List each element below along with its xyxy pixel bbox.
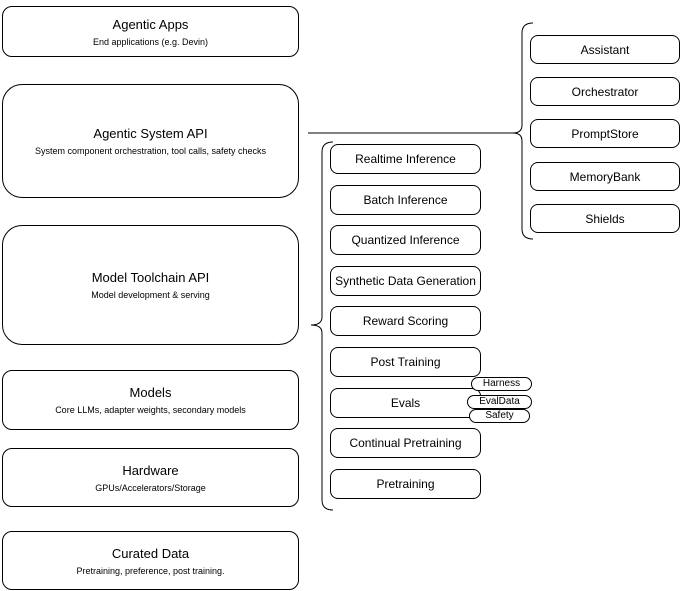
node-quantized-inference[interactable]: Quantized Inference: [330, 225, 481, 255]
node-label: MemoryBank: [569, 169, 641, 184]
node-label: Evals: [390, 396, 421, 410]
node-label: Assistant: [580, 42, 630, 57]
tag-label: EvalData: [479, 396, 520, 407]
node-subtitle: Model development & serving: [91, 290, 210, 300]
node-label: Pretraining: [376, 477, 435, 491]
node-label: Post Training: [370, 355, 441, 369]
node-agentic-apps[interactable]: Agentic Apps End applications (e.g. Devi…: [2, 6, 299, 57]
node-batch-inference[interactable]: Batch Inference: [330, 185, 481, 215]
node-label: Continual Pretraining: [349, 436, 462, 450]
node-title: Models: [129, 385, 172, 400]
node-label: PromptStore: [571, 126, 639, 141]
tag-evaldata[interactable]: EvalData: [467, 395, 532, 409]
node-assistant[interactable]: Assistant: [530, 35, 680, 64]
node-curated-data[interactable]: Curated Data Pretraining, preference, po…: [2, 531, 299, 590]
node-promptstore[interactable]: PromptStore: [530, 119, 680, 148]
node-memorybank[interactable]: MemoryBank: [530, 162, 680, 191]
node-evals[interactable]: Evals: [330, 388, 481, 418]
node-subtitle: GPUs/Accelerators/Storage: [95, 482, 206, 493]
tag-harness[interactable]: Harness: [471, 377, 532, 391]
node-model-toolchain-api[interactable]: Model Toolchain API Model development & …: [2, 225, 299, 345]
node-label: Batch Inference: [363, 193, 448, 207]
node-title: Model Toolchain API: [91, 270, 210, 285]
node-post-training[interactable]: Post Training: [330, 347, 481, 377]
node-hardware[interactable]: Hardware GPUs/Accelerators/Storage: [2, 448, 299, 507]
node-label: Quantized Inference: [351, 233, 460, 247]
node-subtitle: System component orchestration, tool cal…: [34, 146, 267, 156]
node-realtime-inference[interactable]: Realtime Inference: [330, 144, 481, 174]
node-title: Curated Data: [111, 545, 190, 561]
node-shields[interactable]: Shields: [530, 204, 680, 233]
node-subtitle: Core LLMs, adapter weights, secondary mo…: [55, 405, 246, 415]
node-label: Reward Scoring: [362, 314, 449, 328]
node-subtitle: Pretraining, preference, post training.: [76, 565, 225, 576]
node-continual-pretraining[interactable]: Continual Pretraining: [330, 428, 481, 458]
node-title: Agentic Apps: [112, 16, 189, 32]
node-label: Realtime Inference: [355, 152, 456, 166]
node-orchestrator[interactable]: Orchestrator: [530, 77, 680, 106]
tag-label: Harness: [482, 378, 521, 389]
node-title: Hardware: [122, 462, 179, 478]
node-subtitle: End applications (e.g. Devin): [92, 36, 209, 47]
node-label: Synthetic Data Generation: [335, 274, 476, 288]
node-synthetic-data-generation[interactable]: Synthetic Data Generation: [330, 266, 481, 296]
node-title: Agentic System API: [93, 126, 208, 141]
tag-safety[interactable]: Safety: [469, 409, 530, 423]
node-label: Orchestrator: [571, 84, 639, 99]
tag-label: Safety: [485, 410, 514, 421]
node-agentic-system-api[interactable]: Agentic System API System component orch…: [2, 84, 299, 198]
node-models[interactable]: Models Core LLMs, adapter weights, secon…: [2, 370, 299, 430]
node-pretraining[interactable]: Pretraining: [330, 469, 481, 499]
node-label: Shields: [585, 211, 625, 226]
node-reward-scoring[interactable]: Reward Scoring: [330, 306, 481, 336]
